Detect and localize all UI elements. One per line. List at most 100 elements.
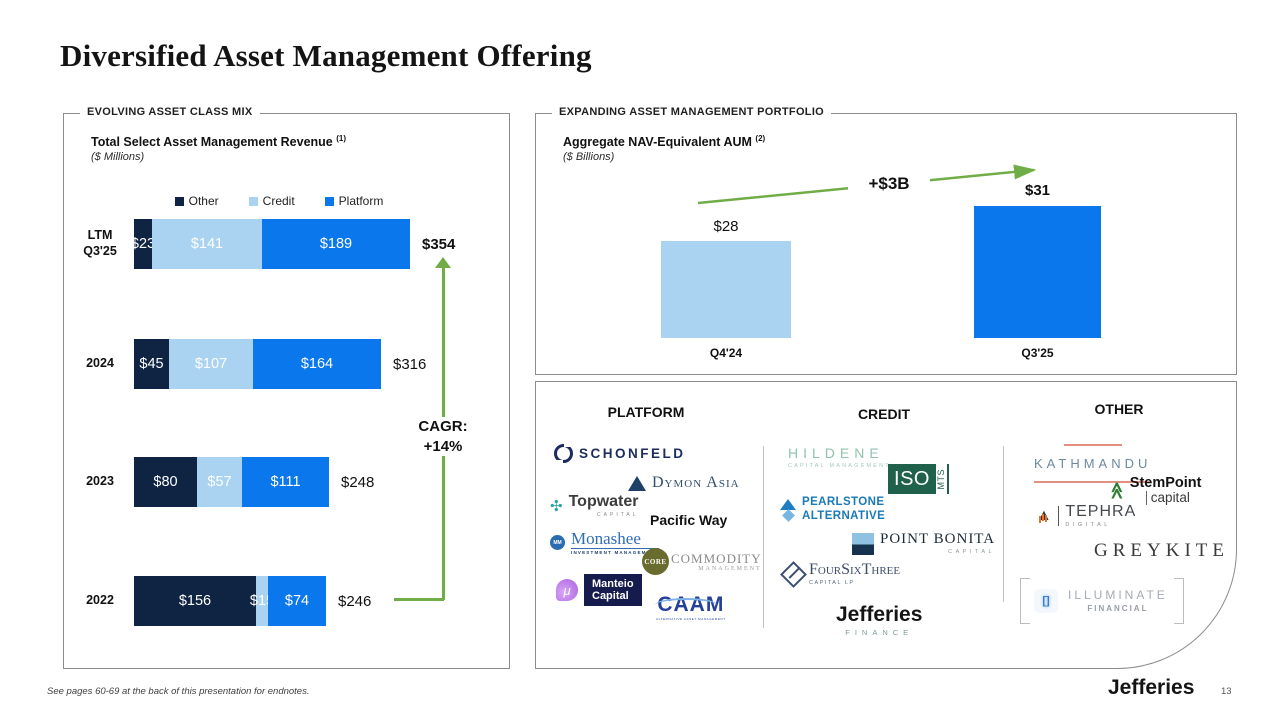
row-label: 2024 (86, 356, 114, 371)
row-total: $316 (393, 355, 427, 373)
bar-q325 (974, 206, 1101, 338)
bar-q424 (661, 241, 791, 338)
bar-value-q325: $31 (1024, 182, 1051, 199)
column-header-other: OTHER (1094, 401, 1144, 417)
logo-point-bonita: POINT BONITA CAPITAL (852, 532, 995, 555)
bar-row-2024: 2024 $45 $107 $164 $316 (71, 339, 426, 389)
corecommodity-circle-icon: CORE (642, 548, 669, 575)
illuminate-brackets-icon: [] (1034, 589, 1058, 613)
logo-tephra-digital: ▲ TEPHRA DIGITAL (1036, 503, 1137, 529)
logo-pacific-way: Pacific Way (650, 512, 728, 528)
segment-credit: $107 (169, 339, 253, 389)
row-total: $248 (341, 473, 375, 491)
bar-row-2022: 2022 $156 $15 $74 $246 (71, 576, 371, 626)
footnote-ref-2: (2) (755, 134, 766, 143)
delta-annotation: +$3B (848, 174, 930, 194)
panel-evolving-asset-class-mix: EVOLVING ASSET CLASS MIX Total Select As… (63, 106, 510, 669)
stempoint-chevrons-icon: ≪ (1107, 481, 1127, 500)
page-number: 13 (1221, 686, 1232, 697)
segment-platform: $74 (268, 576, 326, 626)
logo-dymon-asia: Dymon Asia (628, 474, 740, 492)
segment-credit: $57 (197, 457, 242, 507)
x-label-q325: Q3'25 (1021, 346, 1054, 360)
dymon-triangle-icon (628, 475, 646, 491)
legend-item-platform: Platform (324, 194, 383, 208)
caam-wave-icon (655, 598, 718, 612)
left-chart-header: Total Select Asset Management Revenue (1… (91, 134, 346, 163)
row-total: $246 (338, 592, 372, 610)
point-bonita-lighthouse-icon (852, 532, 874, 555)
kathmandu-rule-bottom (1034, 481, 1152, 483)
segment-other: $156 (134, 576, 256, 626)
right-chart-title: Aggregate NAV-Equivalent AUM (2) (563, 134, 766, 150)
legend: Other Credit Platform (134, 194, 424, 208)
legend-item-credit: Credit (248, 194, 295, 208)
legend-swatch-other (174, 196, 184, 206)
segment-credit: $15 (250, 576, 274, 626)
manteio-mu-icon: μ (556, 579, 578, 602)
logo-pearlstone: PEARLSTONE ALTERNATIVE (780, 496, 885, 524)
panel-header-right: EXPANDING ASSET MANAGEMENT PORTFOLIO (552, 106, 832, 118)
cagr-annotation: CAGR: +14% (400, 417, 486, 456)
panel-expanding-am-portfolio: EXPANDING ASSET MANAGEMENT PORTFOLIO Agg… (535, 106, 1237, 375)
segment-credit: $141 (152, 219, 262, 269)
logo-monashee: MM Monashee INVESTMENT MANAGEMENT (550, 530, 660, 555)
segment-platform: $111 (242, 457, 329, 507)
column-divider (1003, 446, 1004, 602)
kathmandu-rule-top (1063, 444, 1122, 446)
logo-greykite: GREYKITE (1094, 540, 1229, 561)
foursixthree-diamond-icon (780, 560, 807, 588)
segment-other: $45 (134, 339, 169, 389)
logo-illuminate-financial: [] ILLUMINATE FINANCIAL (1020, 578, 1184, 624)
growth-arrow-icon (697, 164, 1037, 205)
column-header-credit: CREDIT (857, 406, 911, 422)
segment-platform: $164 (253, 339, 381, 389)
bar-value-q424: $28 (713, 218, 739, 235)
panel-portfolio-logos: PLATFORM CREDIT OTHER SCHONFELD Dymon As… (535, 381, 1237, 669)
schonfeld-ring-icon (554, 443, 573, 464)
left-chart-title: Total Select Asset Management Revenue (1… (91, 134, 347, 150)
logo-kathmandu: KATHMANDU (1034, 444, 1152, 483)
logo-iso-mts: ISO MTS (888, 464, 949, 494)
row-label: 2023 (86, 474, 114, 489)
row-label: 2022 (86, 593, 114, 608)
bracket-left-icon (1020, 578, 1030, 624)
left-chart-units: ($ Millions) (91, 151, 145, 164)
page-title: Diversified Asset Management Offering (60, 38, 592, 73)
logo-topwater: ✣ Topwater CAPITAL (550, 493, 639, 519)
segment-platform: $189 (262, 219, 410, 269)
legend-swatch-credit (248, 196, 258, 206)
monashee-circle-icon: MM (550, 535, 565, 550)
legend-item-other: Other (174, 194, 219, 208)
logo-jefferies-finance: Jefferies FINANCE (836, 603, 923, 637)
cagr-arrowhead-icon (435, 257, 451, 268)
column-header-platform: PLATFORM (607, 404, 685, 420)
bracket-right-icon (1173, 578, 1184, 624)
x-label-q424: Q4'24 (709, 346, 743, 360)
legend-swatch-platform (324, 196, 334, 206)
cagr-arrow-horizontal (394, 598, 444, 601)
topwater-dragonfly-icon: ✣ (550, 498, 563, 515)
segment-other: $80 (134, 457, 197, 507)
logo-hildene: HILDENE CAPITAL MANAGEMENT (788, 445, 891, 469)
logo-manteio-capital: μ Manteio Capital (556, 574, 642, 607)
manteio-wordmark: Manteio Capital (584, 574, 642, 607)
pearlstone-triangle-icon (780, 499, 796, 523)
footnote: See pages 60-69 at the back of this pres… (47, 686, 310, 697)
segment-other: $23 (131, 219, 155, 269)
tephra-triangle-icon: ▲ (1036, 507, 1052, 524)
logo-schonfeld: SCHONFELD (554, 443, 686, 464)
logo-foursixthree: FourSixThree CAPITAL LP (780, 560, 900, 588)
logo-corecommodity: CORE COMMODITY MANAGEMENT (642, 548, 762, 575)
tephra-divider (1057, 506, 1060, 526)
logo-stempoint: ≪ StemPoint capital (1107, 475, 1202, 506)
column-divider (763, 446, 764, 628)
bar-row-2023: 2023 $80 $57 $111 $248 (71, 457, 374, 507)
right-chart-units: ($ Billions) (563, 151, 615, 164)
row-total: $354 (422, 235, 456, 253)
panel-header-left: EVOLVING ASSET CLASS MIX (80, 106, 260, 118)
right-chart-header: Aggregate NAV-Equivalent AUM (2) ($ Bill… (563, 134, 765, 163)
